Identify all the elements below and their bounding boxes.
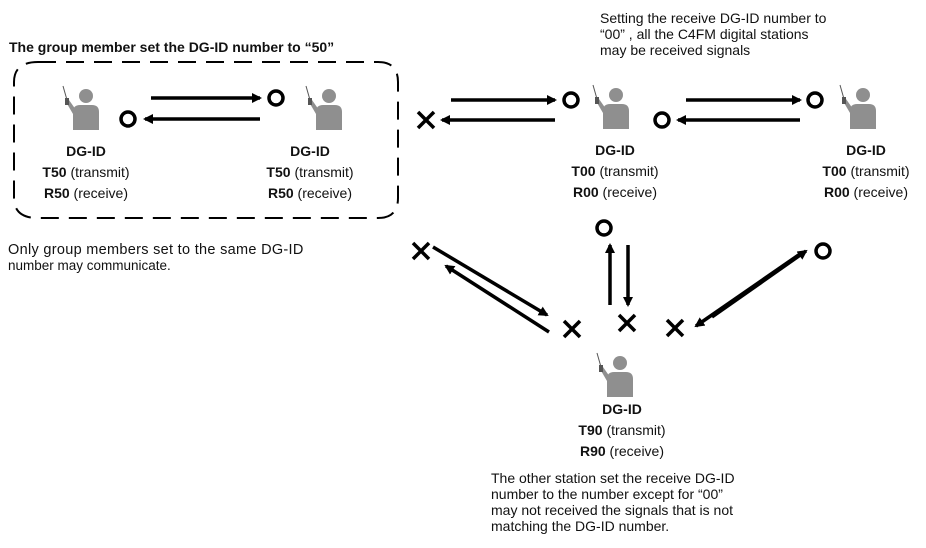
transmit-code: T50 <box>42 164 67 180</box>
note-line: Setting the receive DG-ID number to <box>600 10 827 26</box>
station-heading: DG-ID <box>66 143 106 159</box>
receive-code: R50 <box>43 185 70 201</box>
note-line: “00” , all the C4FM digital stations <box>600 26 809 42</box>
transmit-word: (transmit) <box>599 163 659 179</box>
station-label-open-a: DG-ID T00 (transmit) R00 (receive) <box>555 140 675 203</box>
person-icon-group-a <box>62 85 100 131</box>
arrow-from-other-right <box>710 249 808 319</box>
station-transmit: T50 (transmit) <box>36 162 136 183</box>
station-receive: R50 (receive) <box>36 183 136 204</box>
transmit-code: T00 <box>822 163 847 179</box>
receive-word: (receive) <box>297 185 353 201</box>
receive-word: (receive) <box>609 443 665 459</box>
person-icon-open-a <box>592 84 630 130</box>
station-heading: DG-ID <box>846 142 886 158</box>
station-heading: DG-ID <box>290 143 330 159</box>
receive-word: (receive) <box>602 184 658 200</box>
receive-circle <box>119 110 137 128</box>
note-bottom: The other station set the receive DG-ID … <box>491 470 735 534</box>
note-top-right: Setting the receive DG-ID number to “00”… <box>600 10 826 58</box>
transmit-word: (transmit) <box>606 422 666 438</box>
station-transmit: T00 (transmit) <box>555 161 675 182</box>
station-label-open-b: DG-ID T00 (transmit) R00 (receive) <box>806 140 926 203</box>
note-left: Only group members set to the same DG-ID… <box>8 242 304 274</box>
note-line: matching the DG-ID number. <box>491 518 670 534</box>
receive-circle <box>267 89 285 107</box>
receive-circle <box>562 91 580 109</box>
note-line: The other station set the receive DG-ID <box>491 470 735 486</box>
reject-cross <box>665 318 685 338</box>
receive-word: (receive) <box>73 185 129 201</box>
transmit-word: (transmit) <box>70 164 130 180</box>
arrow-from-other-left <box>444 264 550 334</box>
note-line: Only group members set to the same DG-ID <box>8 242 304 258</box>
transmit-code: T00 <box>571 163 596 179</box>
station-label-other: DG-ID T90 (transmit) R90 (receive) <box>562 399 682 462</box>
station-receive: R50 (receive) <box>250 183 370 204</box>
receive-code: R00 <box>823 184 850 200</box>
group-boundary <box>13 61 399 219</box>
person-icon-open-b <box>839 84 877 130</box>
reject-cross <box>617 313 637 333</box>
receive-circle <box>653 111 671 129</box>
receive-circle <box>595 219 613 237</box>
station-receive: R00 (receive) <box>555 182 675 203</box>
receive-circle <box>814 242 832 260</box>
station-label-group-a: DG-ID T50 (transmit) R50 (receive) <box>36 141 136 204</box>
station-transmit: T90 (transmit) <box>562 420 682 441</box>
receive-word: (receive) <box>853 184 909 200</box>
receive-code: R90 <box>579 443 606 459</box>
receive-code: R50 <box>267 185 294 201</box>
station-heading: DG-ID <box>602 401 642 417</box>
station-transmit: T00 (transmit) <box>806 161 926 182</box>
reject-cross <box>411 241 431 261</box>
station-receive: R90 (receive) <box>562 441 682 462</box>
arrow-to-other-left <box>432 245 549 317</box>
note-line: number to the number except for “00” <box>491 486 723 502</box>
reject-cross <box>562 319 582 339</box>
transmit-word: (transmit) <box>294 164 354 180</box>
reject-cross <box>416 110 436 130</box>
station-transmit: T50 (transmit) <box>250 162 370 183</box>
person-icon-other <box>596 352 634 398</box>
station-heading: DG-ID <box>595 142 635 158</box>
note-line: may be received signals <box>600 42 751 58</box>
station-receive: R00 (receive) <box>806 182 926 203</box>
note-line: number may communicate. <box>8 258 171 273</box>
transmit-word: (transmit) <box>850 163 910 179</box>
receive-circle <box>806 91 824 109</box>
person-icon-group-b <box>305 85 343 131</box>
station-label-group-b: DG-ID T50 (transmit) R50 (receive) <box>250 141 370 204</box>
transmit-code: T90 <box>578 422 603 438</box>
transmit-code: T50 <box>266 164 291 180</box>
group-title: The group member set the DG-ID number to… <box>9 39 335 55</box>
receive-code: R00 <box>572 184 599 200</box>
note-line: may not received the signals that is not <box>491 502 734 518</box>
